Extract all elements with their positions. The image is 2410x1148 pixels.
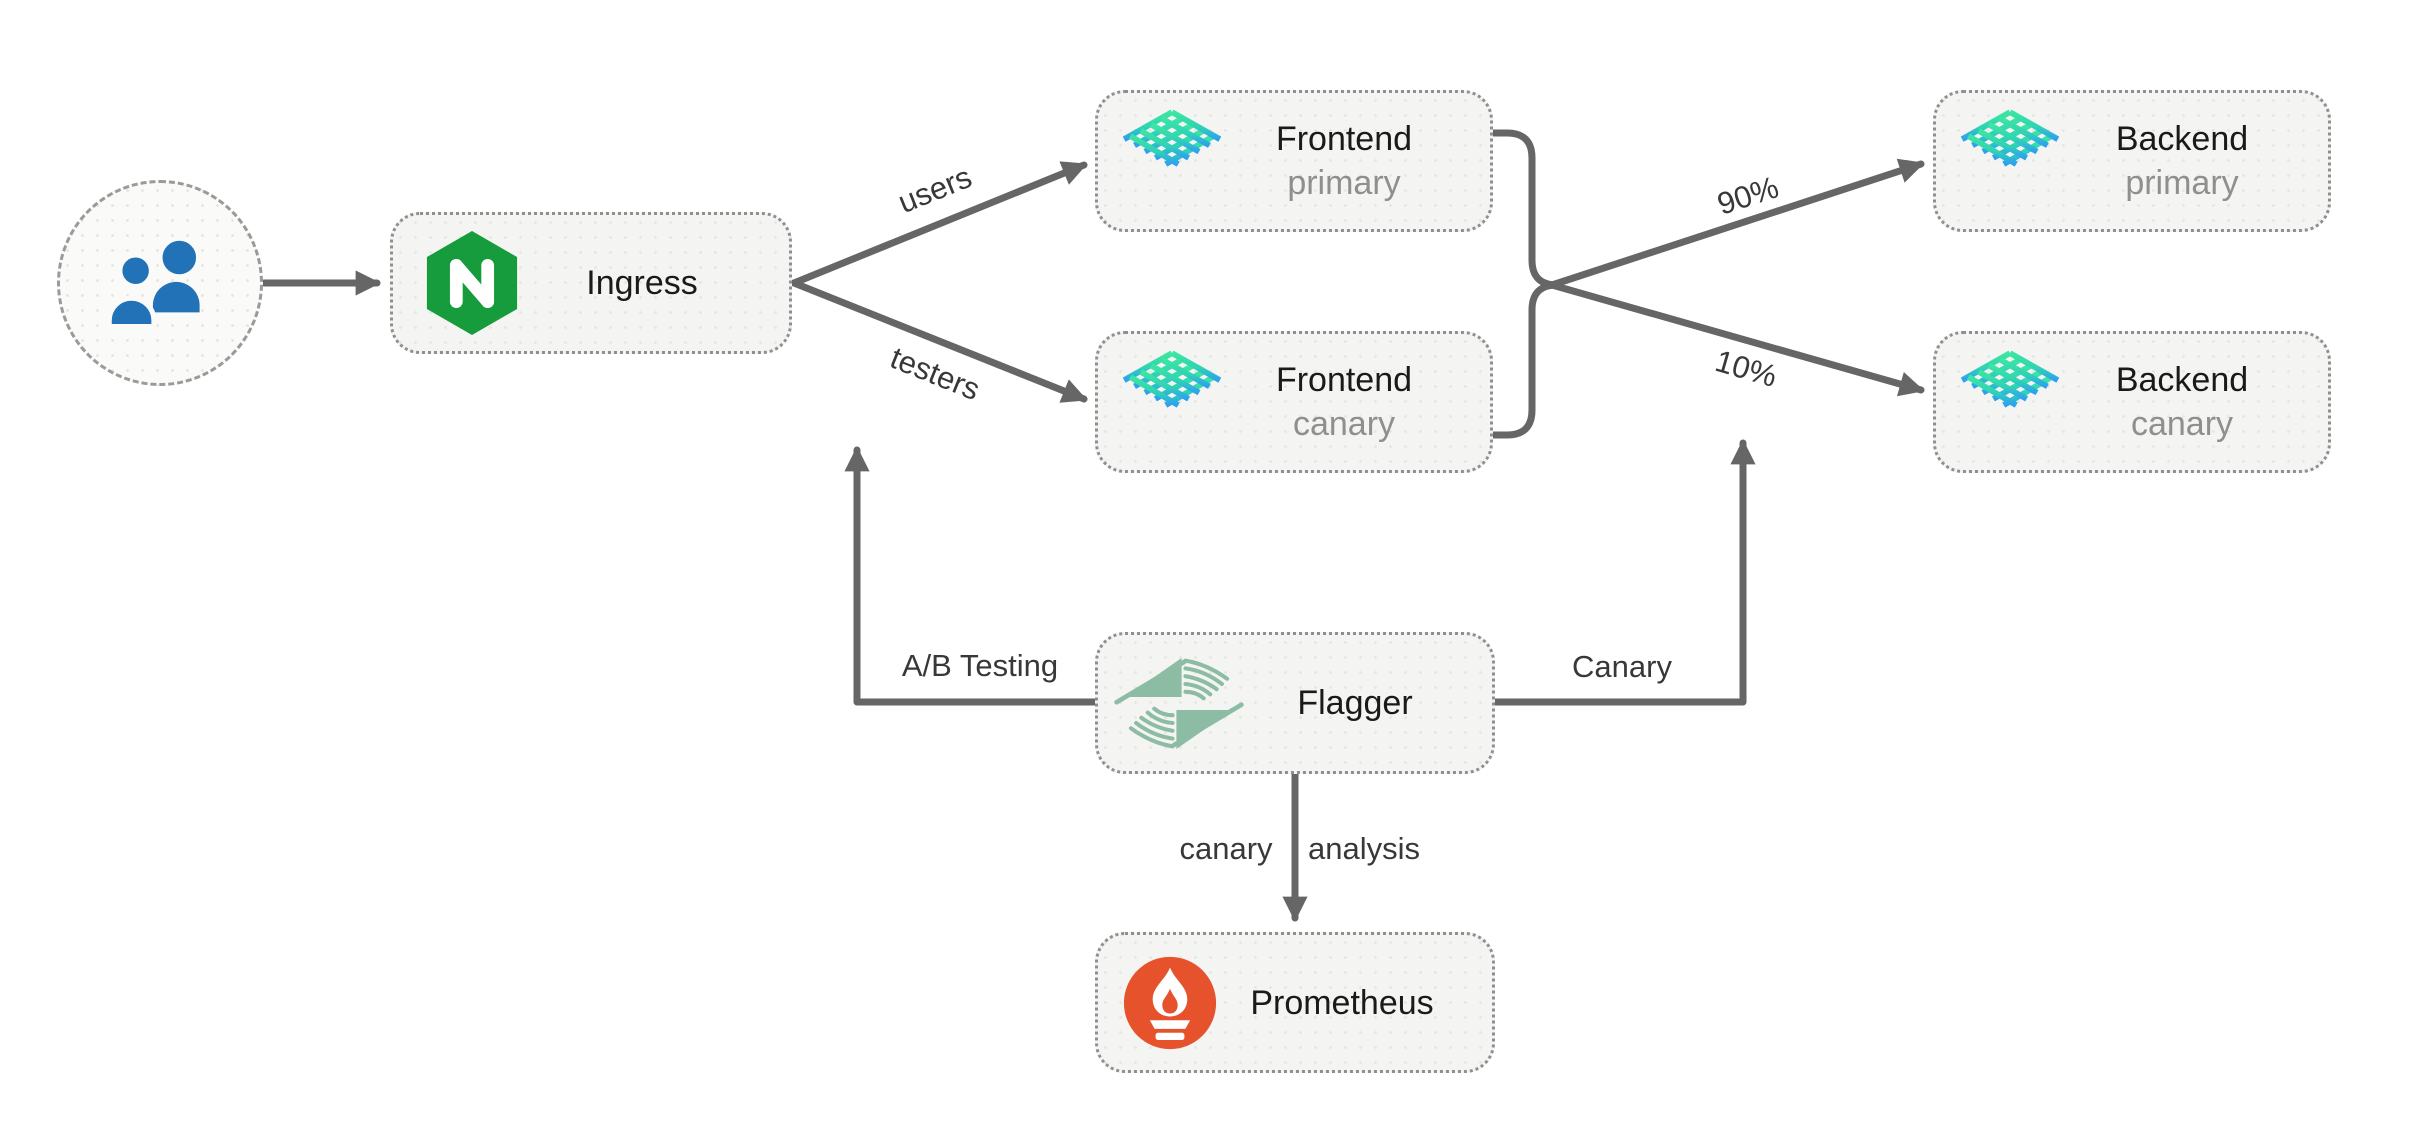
bracket-frontend-canary (1488, 281, 1561, 439)
prometheus-icon (1122, 955, 1218, 1051)
podinfo-icon (1958, 109, 2062, 213)
backend-primary-node: Backend primary (1933, 90, 2331, 232)
backend-canary-node: Backend canary (1933, 331, 2331, 473)
edge-label-ab-testing: A/B Testing (901, 648, 1059, 683)
frontend-primary-node: Frontend primary (1095, 90, 1493, 232)
users-icon (94, 235, 226, 341)
podinfo-icon (1958, 350, 2062, 454)
node-subtitle: primary (1287, 164, 1401, 202)
edge-label-canary-analysis-left: canary (1179, 831, 1273, 866)
node-labels: Frontend canary (1224, 358, 1490, 446)
podinfo-icon (1120, 109, 1224, 213)
node-subtitle: primary (2125, 164, 2239, 202)
node-labels: Ingress (521, 261, 789, 305)
flagger-node: Flagger (1095, 632, 1495, 774)
podinfo-icon (1120, 350, 1224, 454)
node-labels: Backend canary (2062, 358, 2328, 446)
node-subtitle: canary (2130, 405, 2234, 443)
node-title: Ingress (586, 264, 698, 302)
node-labels: Backend primary (2062, 117, 2328, 205)
edge-label-10-percent: 10% (1711, 343, 1781, 394)
edge-label-testers: testers (885, 339, 985, 408)
edge-label-90-percent: 90% (1712, 169, 1783, 222)
nginx-icon (423, 228, 521, 338)
edge-label-canary: Canary (1572, 649, 1672, 684)
node-subtitle: canary (1292, 405, 1396, 443)
node-title: Frontend (1275, 361, 1413, 399)
frontend-canary-node: Frontend canary (1095, 331, 1493, 473)
flagger-icon (1114, 645, 1244, 762)
node-title: Flagger (1297, 684, 1413, 722)
users-node (57, 180, 263, 386)
edge-label-users: users (893, 159, 977, 220)
node-labels: Frontend primary (1224, 117, 1490, 205)
node-title: Backend (2115, 120, 2249, 158)
bracket-frontend-primary (1488, 129, 1561, 289)
edge-label-canary-analysis-right: analysis (1308, 831, 1420, 866)
node-title: Backend (2115, 361, 2249, 399)
node-labels: Prometheus (1218, 981, 1492, 1025)
node-title: Prometheus (1250, 983, 1434, 1022)
node-labels: Flagger (1244, 681, 1492, 725)
node-title: Frontend (1275, 120, 1413, 158)
ingress-node: Ingress (390, 212, 792, 354)
prometheus-node: Prometheus (1095, 932, 1495, 1073)
